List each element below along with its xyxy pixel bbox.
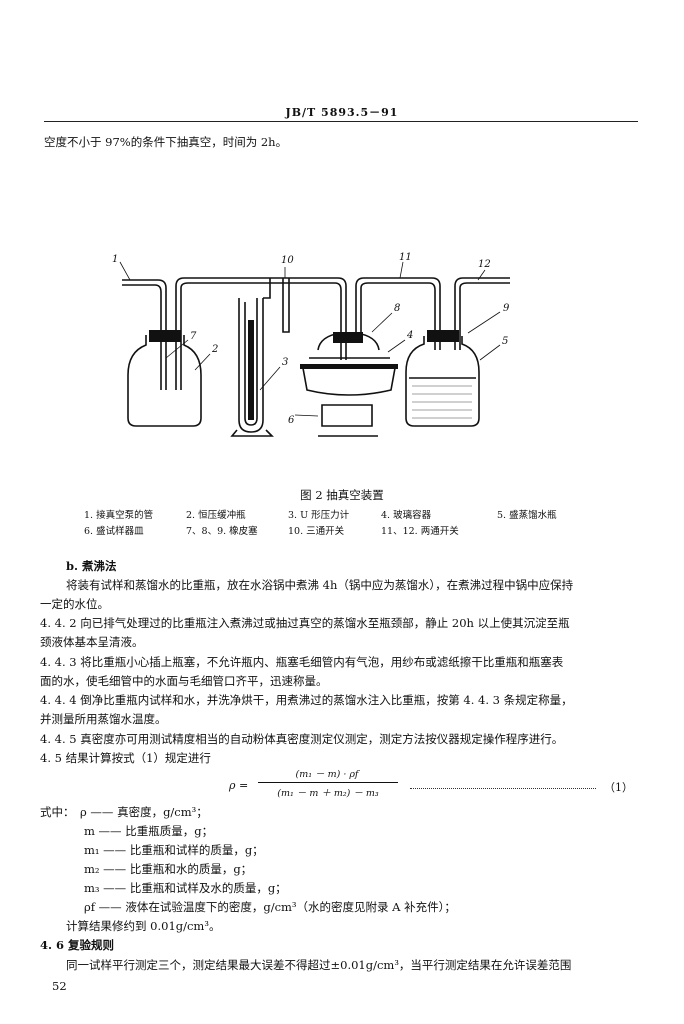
legend-item: 4. 玻璃容器 (381, 510, 432, 521)
figure-label-6: 6 (288, 415, 295, 426)
paragraph: 并测量所用蒸馏水温度。 (40, 712, 167, 726)
figure-label-8: 8 (394, 303, 400, 314)
stopper-8 (333, 332, 363, 343)
definition-item: ρ —— 真密度，g/cm³； (80, 805, 208, 819)
stopper-9 (427, 330, 459, 342)
paragraph: 4. 4. 3 将比重瓶小心插上瓶塞，不允许瓶内、瓶塞毛细管内有气泡，用纱布或滤… (40, 655, 564, 669)
intro-line: 空度不小于 97%的条件下抽真空，时间为 2h。 (44, 135, 288, 149)
legend-item: 7、8、9. 橡皮塞 (186, 526, 258, 537)
definition-item: ρf —— 液体在试验温度下的密度，g/cm³（水的密度见附录 A 补充件）； (84, 900, 456, 914)
definition-item: m₂ —— 比重瓶和水的质量，g； (84, 862, 253, 876)
figure-label-11: 11 (399, 252, 412, 263)
figure-label-9: 9 (503, 303, 510, 314)
legend-item: 11、12. 两通开关 (381, 526, 459, 537)
legend-item: 1. 接真空泵的管 (84, 510, 154, 521)
figure-label-1: 1 (112, 254, 118, 265)
paragraph: 颈液体基本呈清液。 (40, 635, 144, 649)
figure-label-10: 10 (281, 255, 294, 266)
figure-label-3: 3 (282, 357, 288, 368)
vacuum-apparatus-figure: 1 2 3 4 5 6 7 8 9 10 11 12 (112, 252, 510, 437)
formula-denominator: (m₁ － m ＋ m₂) － m₃ (277, 788, 379, 799)
legend-item: 6. 盛试样器皿 (84, 526, 144, 537)
standard-header: JB/T 5893.5－91 (285, 106, 399, 119)
formula-lhs: ρ = (229, 779, 249, 792)
figure-label-7: 7 (190, 331, 197, 342)
paragraph: 4. 4. 2 向已排气处理过的比重瓶注入煮沸过或抽过真空的蒸馏水至瓶颈部，静止… (40, 616, 570, 630)
legend-item: 5. 盛蒸馏水瓶 (497, 510, 557, 521)
fraction-bar (258, 782, 398, 783)
header-rule (44, 121, 638, 122)
definition-item: m —— 比重瓶质量，g； (84, 824, 214, 838)
definition-item: m₃ —— 比重瓶和试样及水的质量，g； (84, 881, 287, 895)
where-label: 式中： (40, 805, 75, 819)
figure-label-4: 4 (406, 330, 413, 341)
legend-item: 10. 三通开关 (288, 526, 345, 537)
precision-note: 计算结果修约到 0.01g/cm³。 (66, 919, 221, 933)
paragraph: 将装有试样和蒸馏水的比重瓶，放在水浴锅中煮沸 4h（锅中应为蒸馏水），在煮沸过程… (66, 578, 574, 592)
paragraph: 4. 5 结果计算按式（1）规定进行 (40, 751, 211, 765)
legend-item: 3. U 形压力计 (288, 510, 350, 521)
formula-number: （1） (604, 781, 633, 794)
section-46-title: 4. 6 复验规则 (40, 938, 115, 952)
definition-item: m₁ —— 比重瓶和试样的质量，g； (84, 843, 264, 857)
formula-leader-dots (410, 788, 596, 789)
figure-label-12: 12 (478, 259, 491, 270)
paragraph: 4. 4. 5 真密度亦可用测试精度相当的自动粉体真密度测定仪测定，测定方法按仪… (40, 732, 564, 746)
figure-label-2: 2 (211, 344, 218, 355)
figure-label-5: 5 (502, 336, 508, 347)
paragraph: 同一试样平行测定三个，测定结果最大误差不得超过±0.01g/cm³，当平行测定结… (66, 958, 572, 972)
stopper-7 (149, 330, 181, 342)
section-b-title: b. 煮沸法 (66, 559, 117, 573)
paragraph: 面的水，使毛细管中的水面与毛细管口齐平，迅速称量。 (40, 674, 328, 688)
formula-numerator: (m₁ － m) · ρf (295, 769, 359, 780)
paragraph: 一定的水位。 (40, 597, 109, 611)
figure-caption: 图 2 抽真空装置 (300, 488, 384, 502)
legend-item: 2. 恒压缓冲瓶 (186, 510, 246, 521)
paragraph: 4. 4. 4 倒净比重瓶内试样和水，并洗净烘干，用煮沸过的蒸馏水注入比重瓶，按… (40, 693, 573, 707)
page-number: 52 (52, 979, 67, 993)
